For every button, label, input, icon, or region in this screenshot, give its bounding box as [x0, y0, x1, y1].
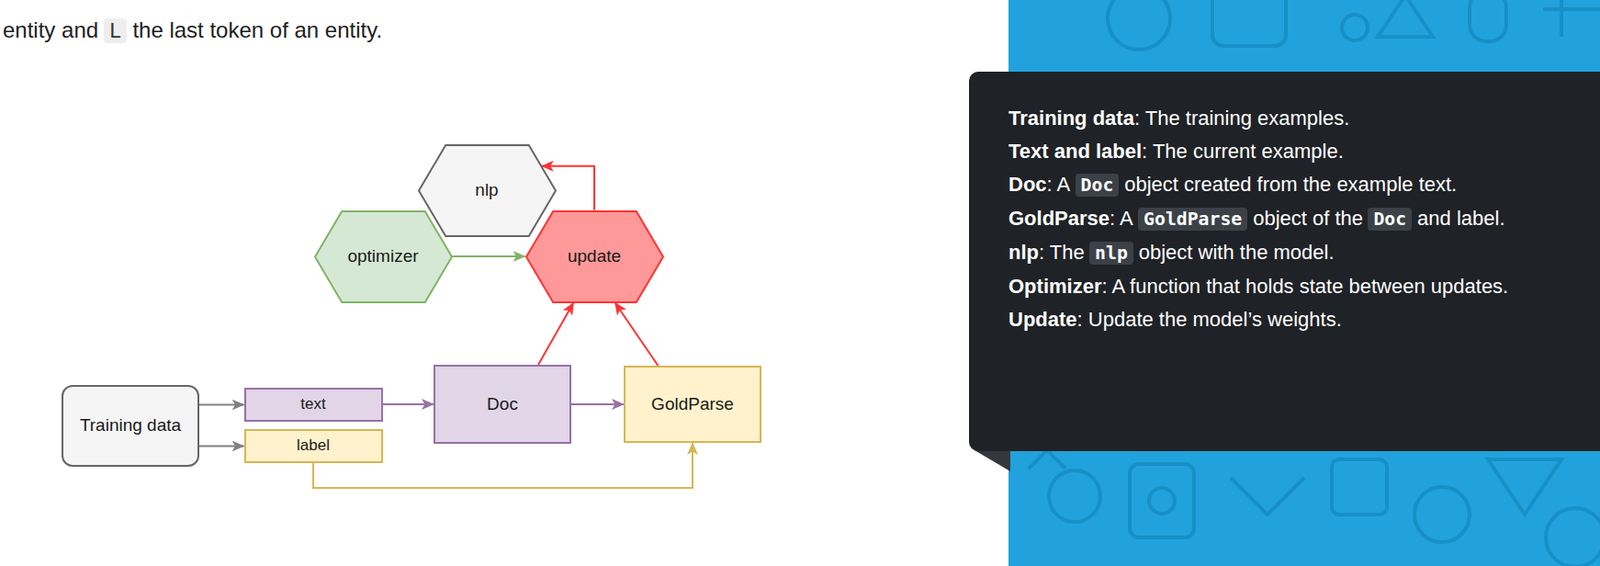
legend-line: nlp: Thenlpobject with the model.	[1008, 236, 1588, 271]
arrow-connector	[199, 445, 245, 448]
node-label: label	[296, 436, 330, 455]
arrow-connector	[615, 303, 659, 367]
arrow-connector	[199, 404, 245, 406]
arrow-connector	[571, 403, 624, 406]
legend-line: Training data: The training examples.	[1008, 101, 1588, 136]
legend-description: : The current example.	[1141, 139, 1344, 163]
text-box: text	[244, 387, 384, 422]
legend-description: entity and	[2, 17, 99, 43]
update-hexagon: update	[525, 210, 665, 304]
node-label: GoldParse	[651, 394, 734, 416]
legend-description: : A function that holds state between up…	[1101, 274, 1509, 298]
legend-term: Training data	[1008, 106, 1135, 130]
legend-line: GoldParse: AGoldParseobject of theDocand…	[1008, 202, 1588, 237]
hexagon-shape	[315, 211, 452, 303]
legend-line: Update: Update the model’s weights.	[1008, 303, 1588, 337]
legend-description: object of the	[1252, 206, 1364, 230]
legend-term: Optimizer	[1008, 274, 1102, 298]
code-term: nlp	[1089, 241, 1134, 265]
legend-description: the last token of an entity.	[132, 17, 383, 43]
legend-description: object with the model.	[1138, 240, 1335, 264]
model-hexagon: nlp	[417, 144, 557, 237]
arrow-connector	[383, 403, 435, 406]
legend-term: Text and label	[1008, 139, 1142, 163]
arrow-connector	[538, 303, 574, 366]
legend-term: Doc	[1008, 172, 1048, 196]
legend-tooltip: Training data: The training examples.Tex…	[969, 71, 1600, 451]
data-box: Training data	[61, 384, 200, 467]
goldparse-box: GoldParse	[623, 365, 762, 443]
legend-description: object created from the example text.	[1124, 172, 1457, 196]
code-term: L	[103, 18, 127, 44]
label-box: label	[244, 428, 384, 463]
code-term: Doc	[1367, 207, 1412, 231]
legend-description: : The	[1038, 240, 1085, 264]
text-line: entity andLthe last token of an entity.	[2, 13, 383, 48]
tooltip-pointer	[974, 450, 1011, 472]
node-label: update	[567, 246, 621, 268]
legend-term: nlp	[1008, 240, 1039, 264]
hexagon-shape	[418, 145, 556, 237]
legend-description: : Update the model’s weights.	[1077, 307, 1342, 331]
legend-term: Update	[1008, 307, 1078, 331]
legend-line: Optimizer: A function that holds state b…	[1008, 270, 1588, 304]
intro-text: entity andLthe last token of an entity.	[2, 13, 383, 48]
legend-description: : A	[1047, 172, 1071, 196]
node-label: text	[300, 394, 326, 414]
hexagon-shape	[526, 211, 664, 303]
legend-line: Doc: ADocobject created from the example…	[1008, 168, 1588, 203]
legend-description: : The training examples.	[1134, 106, 1350, 130]
legend-description: and label.	[1417, 206, 1505, 230]
node-label: optimizer	[347, 246, 418, 268]
code-term: GoldParse	[1138, 207, 1248, 231]
arrow-connector	[452, 255, 526, 258]
legend-description: : A	[1109, 206, 1134, 230]
legend-term: GoldParse	[1008, 206, 1110, 230]
code-term: Doc	[1075, 173, 1120, 197]
node-label: Doc	[486, 394, 519, 416]
node-label: Training data	[79, 415, 181, 437]
doc-box: Doc	[433, 364, 572, 444]
legend-line: Text and label: The current example.	[1008, 135, 1588, 169]
optimizer-hexagon: optimizer	[314, 210, 453, 304]
node-label: nlp	[474, 180, 498, 202]
